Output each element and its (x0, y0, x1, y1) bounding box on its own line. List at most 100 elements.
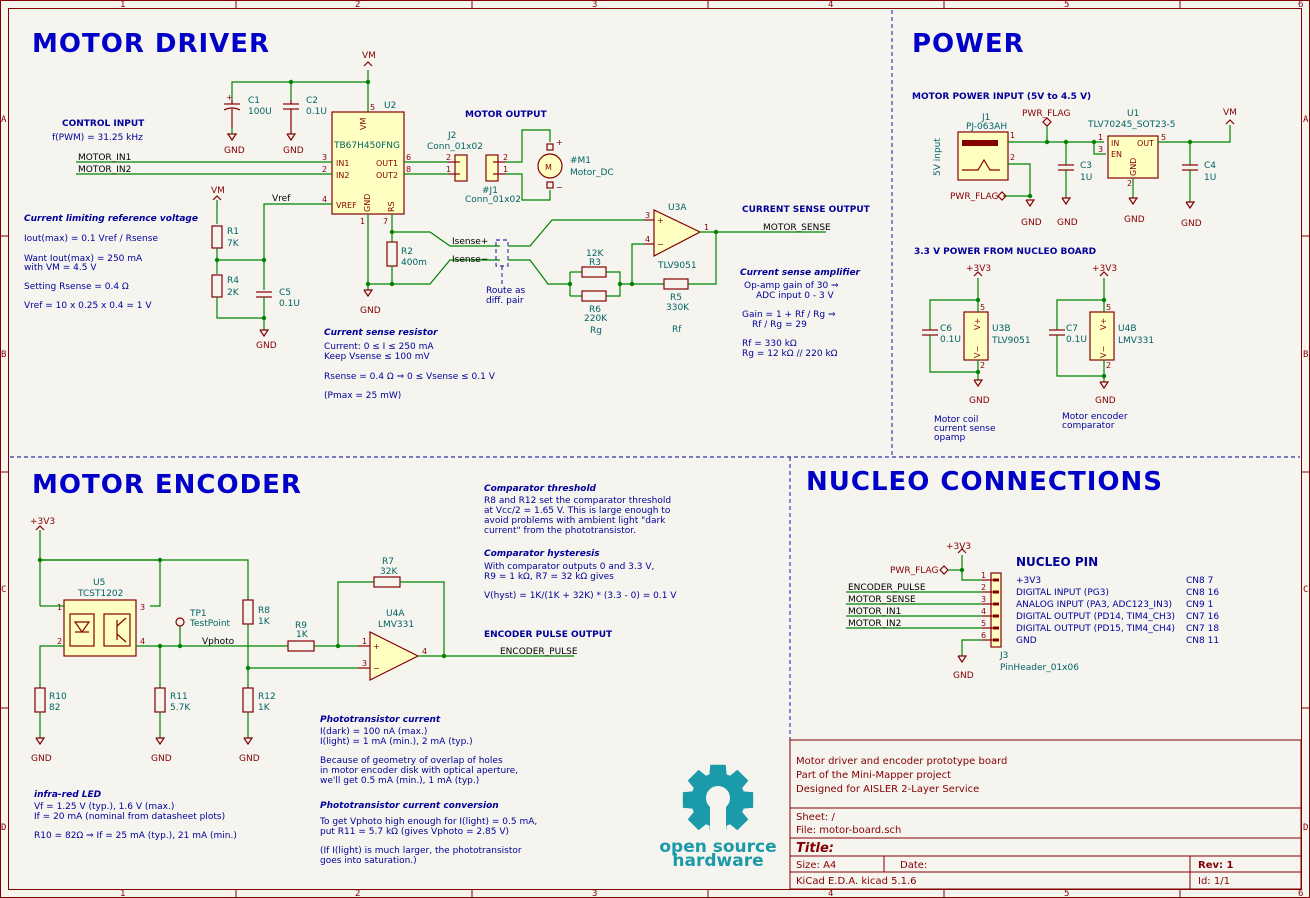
svg-text:Keep Vsense ≤ 100 mV: Keep Vsense ≤ 100 mV (324, 352, 430, 362)
c5-capacitor: C5 0.1U (256, 288, 300, 330)
svg-text:opamp: opamp (934, 433, 966, 443)
svg-text:2: 2 (1106, 361, 1111, 370)
j2-connector: 2 1 (446, 153, 468, 182)
row-label-d: D (1, 823, 6, 833)
svg-text:4: 4 (322, 195, 327, 204)
svg-text:comparator: comparator (1062, 421, 1115, 431)
svg-text:in motor encoder disk with opt: in motor encoder disk with optical apert… (320, 766, 518, 776)
svg-text:1: 1 (362, 637, 367, 646)
col-label-4-bottom: 4 (828, 889, 833, 898)
svg-text:5: 5 (370, 103, 375, 112)
svg-text:avoid problems with ambient li: avoid problems with ambient light "dark (484, 516, 666, 526)
svg-text:1U: 1U (1204, 173, 1216, 183)
j2-value: Conn_01x02 (427, 142, 483, 152)
j3-pin-pad (993, 602, 999, 606)
oshw-logo-text-2: hardware (672, 851, 763, 871)
nucleo-pin-name: DIGITAL INPUT (PG3) (1016, 588, 1109, 598)
tb-title: Title: (796, 841, 834, 856)
net-encoder-pulse: ENCODER_PULSE (500, 647, 578, 657)
svg-text:Current: 0 ≤ I ≤ 250 mA: Current: 0 ≤ I ≤ 250 mA (324, 342, 434, 352)
svg-text:7K: 7K (227, 239, 240, 249)
j2-ref: J2 (447, 131, 456, 141)
svg-text:C7: C7 (1066, 324, 1078, 334)
svg-text:GND: GND (363, 194, 372, 212)
svg-text:(If I(light) is much larger, t: (If I(light) is much larger, the phototr… (320, 846, 522, 856)
col-label-3-bottom: 3 (592, 889, 597, 898)
svg-text:at Vcc/2 = 1.65 V. This is lar: at Vcc/2 = 1.65 V. This is large enough … (484, 506, 671, 516)
svg-text:R8 and R12 set the comparator: R8 and R12 set the comparator threshold (484, 496, 671, 506)
svg-text:V−: V− (1099, 346, 1108, 358)
u1-ldo: IN EN OUT GND U1 TLV70245_SOT23-5 1 3 5 … (1087, 109, 1176, 188)
svg-text:GND: GND (151, 754, 172, 764)
motor-driver-circuit: CONTROL INPUT f(PWM) = 31.25 kHz VM + C1… (24, 51, 871, 401)
svg-text:PinHeader_01x06: PinHeader_01x06 (1000, 663, 1079, 673)
j1-ref: #J1 (482, 186, 498, 196)
row-label-a: A (1, 115, 7, 125)
svg-text:Because of geometry of overlap: Because of geometry of overlap of holes (320, 756, 503, 766)
svg-text:2: 2 (1010, 153, 1015, 162)
svg-text:U4A: U4A (386, 609, 405, 619)
svg-text:5: 5 (1106, 303, 1111, 312)
svg-text:I(dark) = 100 nA (max.): I(dark) = 100 nA (max.) (320, 727, 427, 737)
svg-text:R11: R11 (170, 692, 188, 702)
u3b-power-unit: +3V3 C6 0.1U V+ V− 5 2 GND U3B TLV9051 M… (922, 264, 1031, 443)
tb-id: Id: 1/1 (1198, 876, 1230, 887)
j3-pin-pad (993, 578, 999, 582)
svg-text:5: 5 (1161, 133, 1166, 142)
svg-text:1K: 1K (296, 630, 309, 640)
tb-comment-3: Designed for AISLER 2-Layer Service (796, 784, 979, 795)
svg-text:PWR_FLAG: PWR_FLAG (890, 566, 938, 576)
j3-pin-number: 4 (981, 607, 986, 616)
net-isense-minus: Isense− (452, 255, 488, 265)
svg-text:PJ-063AH: PJ-063AH (966, 122, 1007, 132)
svg-text:1: 1 (57, 603, 62, 612)
svg-text:+: + (657, 216, 664, 225)
svg-text:VM: VM (211, 186, 225, 196)
vm-symbol: VM (362, 51, 376, 67)
c1-value: 100U (248, 107, 272, 117)
j3-pin-number: 6 (981, 631, 986, 640)
svg-text:R6: R6 (589, 305, 601, 315)
svg-text:with VM = 4.5 V: with VM = 4.5 V (24, 263, 97, 273)
col-label-2-bottom: 2 (355, 889, 360, 898)
svg-text:GND: GND (239, 754, 260, 764)
row-label-b: B (1, 350, 6, 360)
j3-pin-pad (993, 590, 999, 594)
tb-date: Date: (900, 860, 927, 871)
nucleo-pin-title: NUCLEO PIN (1016, 555, 1098, 569)
svg-text:V(hyst) = 1K/(1K + 32K) * (3.3: V(hyst) = 1K/(1K + 32K) * (3.3 - 0) = 0.… (484, 591, 677, 601)
svg-text:Rf = 330 kΩ: Rf = 330 kΩ (742, 339, 797, 349)
svg-text:+: + (226, 93, 233, 102)
svg-text:infra-red LED: infra-red LED (34, 790, 102, 800)
svg-text:R2: R2 (401, 247, 413, 257)
svg-text:5: 5 (980, 303, 985, 312)
svg-text:2: 2 (446, 153, 451, 162)
svg-text:GND: GND (1095, 396, 1116, 406)
svg-text:1K: 1K (258, 617, 271, 627)
note-phototransistor-conversion: Phototransistor current conversion To ge… (319, 801, 537, 866)
svg-text:GND: GND (1124, 215, 1145, 225)
col-label-5: 5 (1064, 0, 1069, 10)
svg-text:GND: GND (256, 341, 277, 351)
svg-text:J1: J1 (981, 113, 990, 123)
svg-text:+3V3: +3V3 (966, 264, 991, 274)
svg-text:R1: R1 (227, 227, 239, 237)
svg-text:5V input: 5V input (933, 138, 943, 176)
svg-text:IN2: IN2 (336, 171, 349, 180)
note-current-sense-resistor: Current sense resistor Current: 0 ≤ I ≤ … (324, 328, 496, 401)
svg-text:4: 4 (140, 637, 145, 646)
c1-gnd-label: GND (224, 146, 245, 156)
tb-comment-1: Motor driver and encoder prototype board (796, 756, 1007, 767)
svg-text:−: − (657, 240, 664, 249)
svg-text:3: 3 (322, 153, 327, 162)
c2-gnd-label: GND (283, 146, 304, 156)
svg-text:GND: GND (31, 754, 52, 764)
svg-text:TLV9051: TLV9051 (991, 336, 1031, 346)
svg-text:U4B: U4B (1118, 324, 1137, 334)
c2-ref: C2 (306, 96, 318, 106)
svg-text:RS: RS (387, 201, 396, 212)
svg-text:+3V3: +3V3 (946, 542, 971, 552)
svg-text:0.1U: 0.1U (279, 299, 300, 309)
